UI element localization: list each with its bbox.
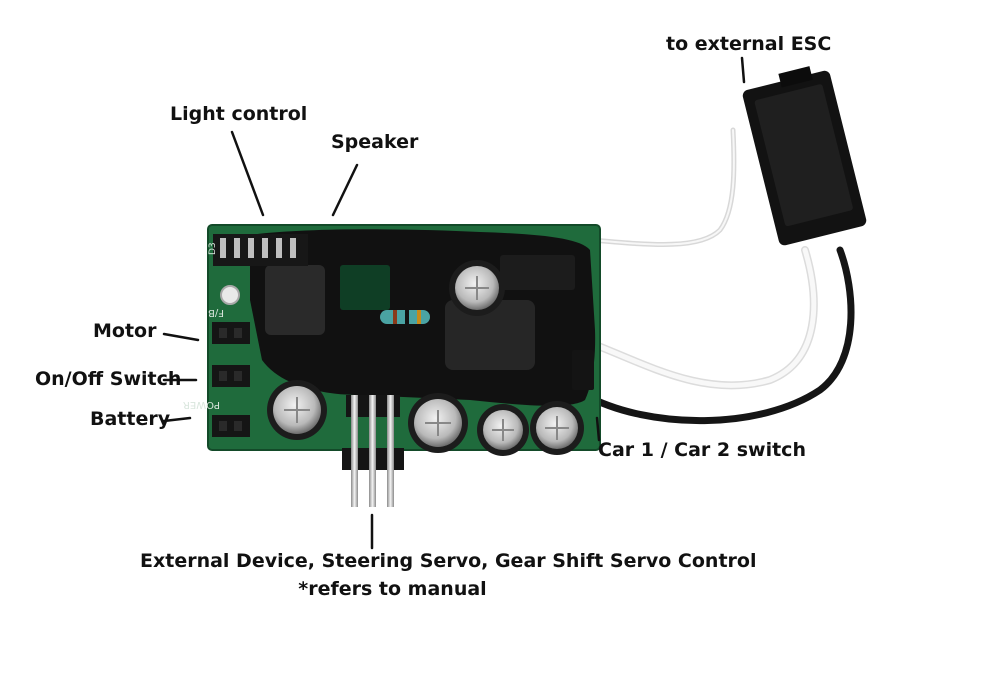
capacitor-mid	[408, 393, 468, 453]
servo-header	[342, 395, 404, 507]
black-esc-wire	[581, 246, 855, 425]
label-battery: Battery	[90, 408, 171, 430]
esc-connector	[742, 66, 867, 246]
silkscreen-power: POWER	[183, 399, 220, 410]
antenna-wire-highlight	[591, 129, 735, 246]
capacitor-right-2	[530, 401, 584, 455]
antenna-wire	[589, 127, 737, 247]
label-manual-note: *refers to manual	[298, 578, 487, 600]
pointer-esc	[740, 56, 746, 84]
label-external-device: External Device, Steering Servo, Gear Sh…	[140, 550, 757, 572]
label-speaker: Speaker	[331, 131, 419, 153]
silkscreen-fb: F/B	[208, 307, 224, 318]
pointer-light-control	[230, 130, 265, 217]
white-esc-wire	[566, 246, 818, 390]
pointer-motor	[162, 332, 200, 342]
pointer-battery	[162, 416, 192, 423]
top-header-pins	[213, 234, 308, 266]
battery-connector	[212, 415, 250, 437]
silkscreen-d3: D3	[208, 242, 218, 255]
capacitor-top	[449, 260, 505, 316]
mounting-hole	[220, 285, 240, 305]
label-esc: to external ESC	[666, 33, 832, 55]
white-esc-wire-core	[567, 247, 817, 388]
switch-connector	[212, 365, 250, 387]
label-car-switch: Car 1 / Car 2 switch	[598, 439, 806, 461]
label-on-off-switch: On/Off Switch	[35, 368, 182, 390]
motor-connector	[212, 322, 250, 344]
car-switch	[572, 350, 594, 390]
label-motor: Motor	[93, 320, 157, 342]
pointer-speaker	[331, 163, 359, 217]
capacitor-left	[267, 380, 327, 440]
label-light-control: Light control	[170, 103, 308, 125]
pointer-car-switch	[595, 416, 601, 442]
capacitor-right-1	[477, 404, 529, 456]
